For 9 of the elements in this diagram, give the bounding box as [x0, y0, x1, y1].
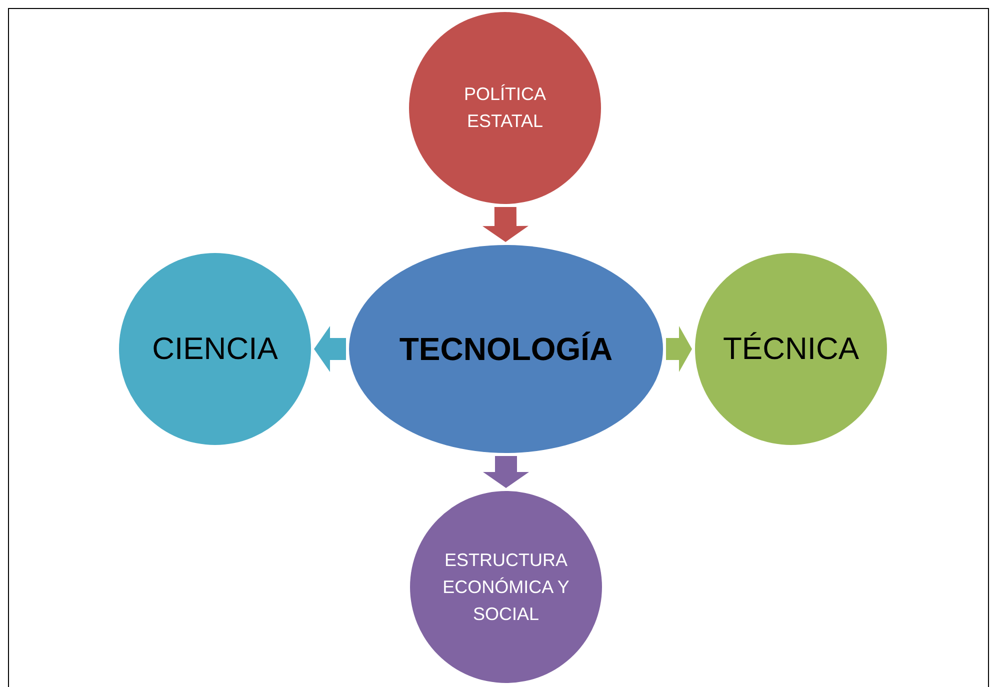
- block-arrow: [483, 456, 529, 488]
- node-label: POLÍTICA ESTATAL: [462, 83, 548, 133]
- block-arrow: [482, 206, 528, 242]
- block-arrow: [666, 326, 692, 372]
- node-label: TÉCNICA: [722, 330, 860, 368]
- block-arrow: [314, 326, 346, 372]
- node-label: ESTRUCTURA ECONÓMICA Y SOCIAL: [442, 548, 570, 626]
- node-label: TECNOLOGÍA: [399, 330, 613, 369]
- node-label: CIENCIA: [152, 330, 278, 368]
